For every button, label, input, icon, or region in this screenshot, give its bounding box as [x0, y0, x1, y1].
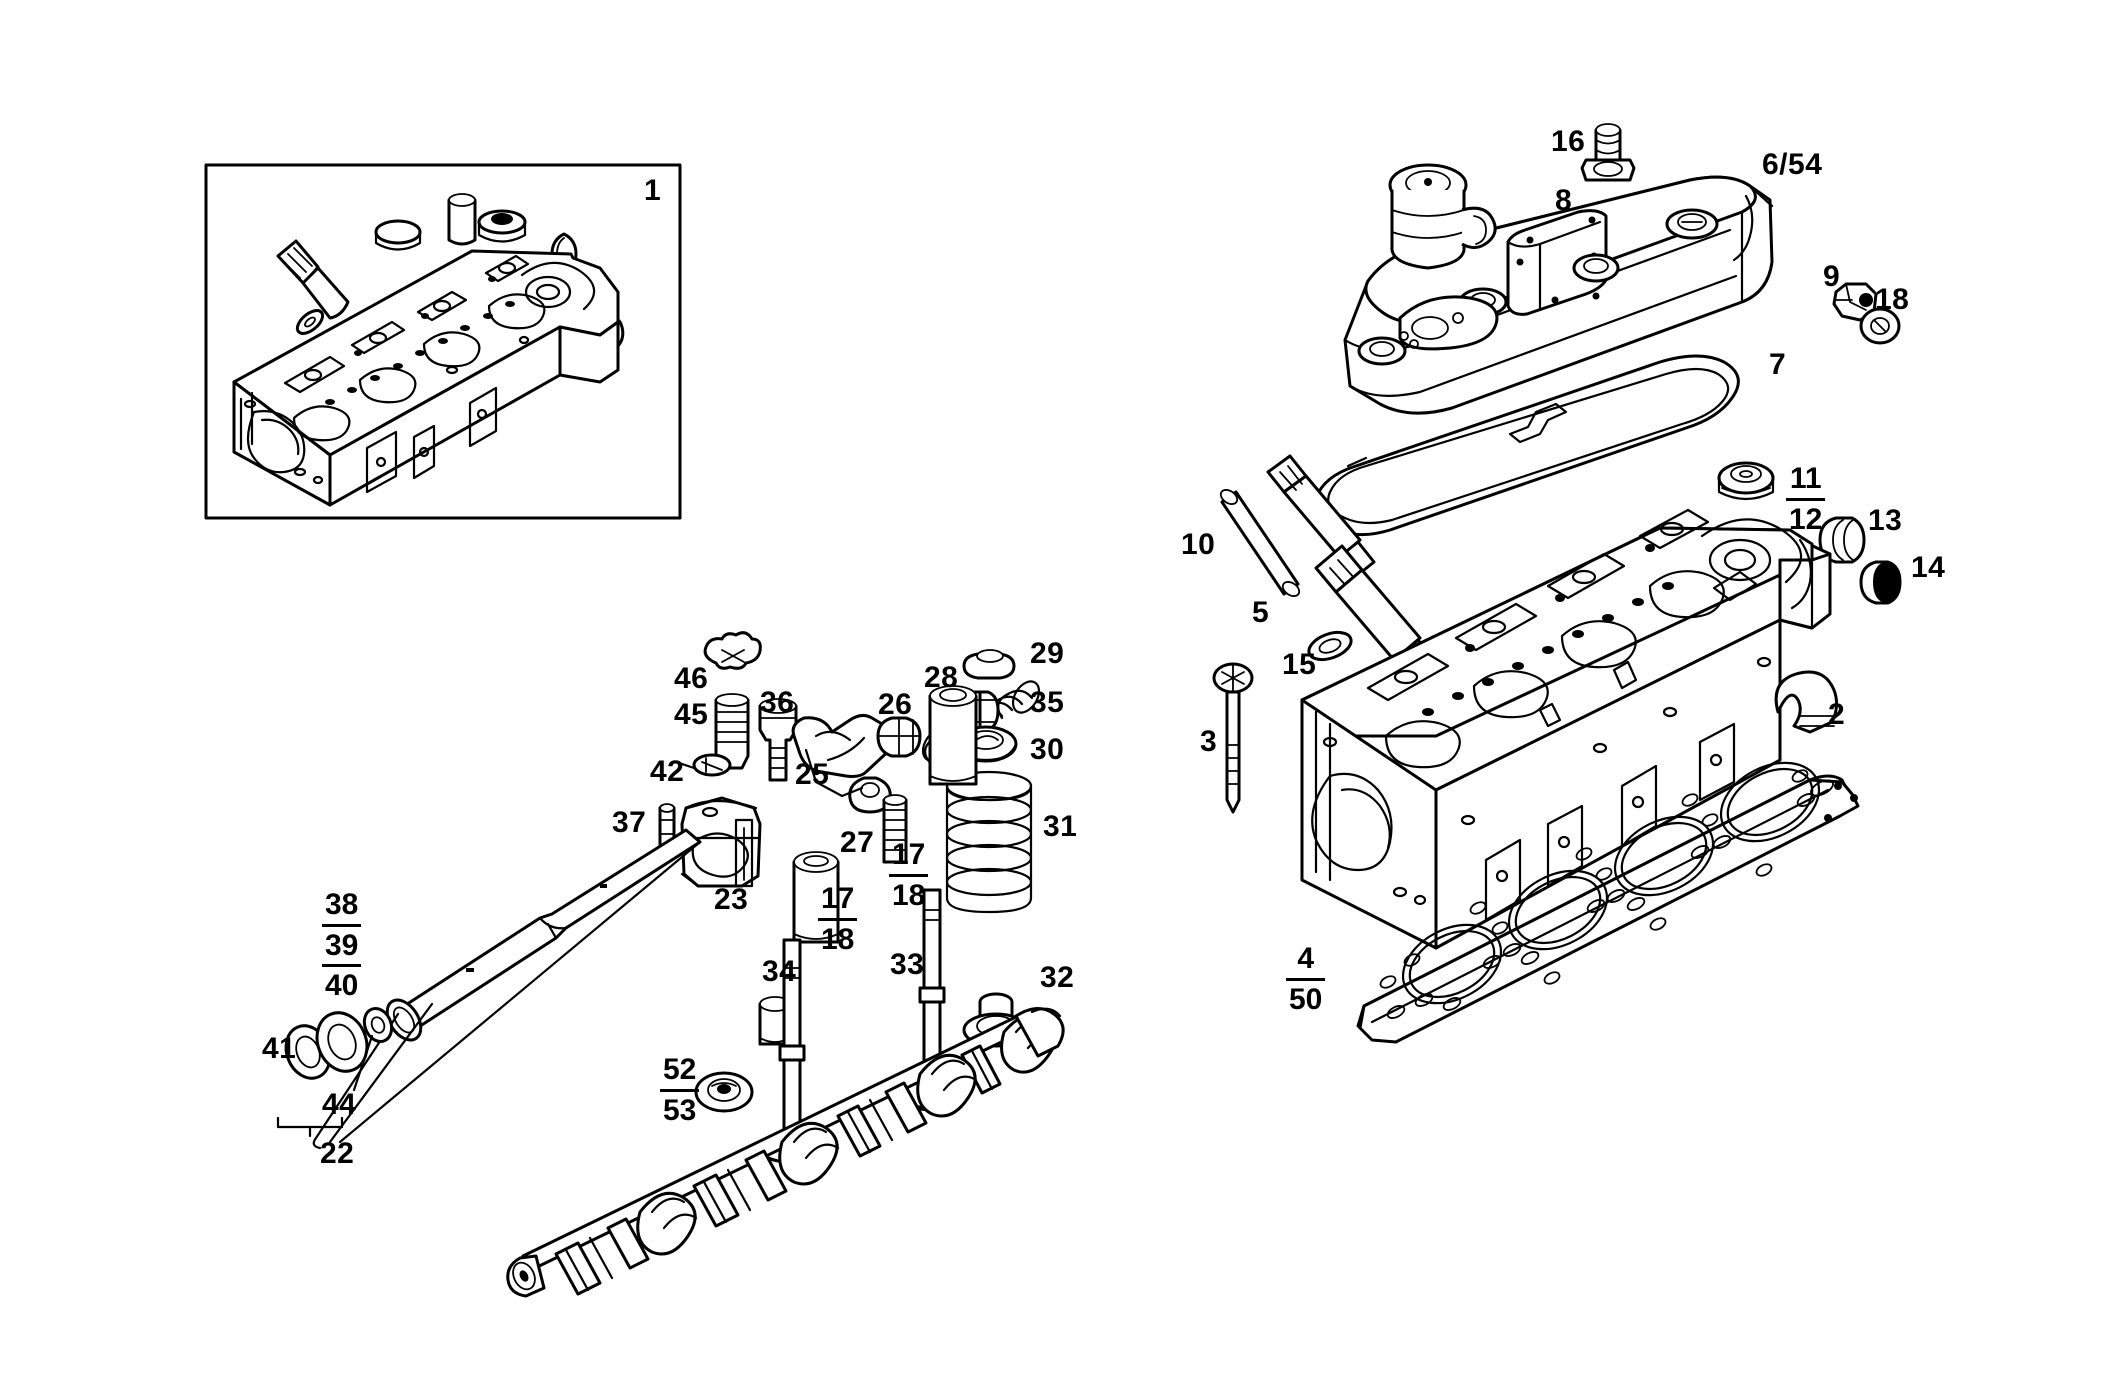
callout-35: 35 [1030, 686, 1065, 719]
part-26 [876, 716, 922, 758]
part-52-53 [694, 1071, 754, 1113]
callout-31: 31 [1043, 810, 1078, 843]
callout-29: 29 [1030, 637, 1065, 670]
callout-13: 13 [1868, 504, 1903, 537]
callout-30: 30 [1030, 733, 1065, 766]
callout-4-numerator: 4 [1297, 942, 1315, 975]
cylinder-head-main [1300, 508, 1832, 950]
callout-12-denominator: 12 [1786, 497, 1826, 537]
callout-37: 37 [612, 806, 647, 839]
rocker-cover-assembly [1343, 163, 1774, 415]
callout-42: 42 [650, 755, 685, 788]
callout-40: 40 [322, 964, 362, 1003]
callout-11-numerator: 11 [1789, 462, 1822, 495]
cylinder-head-gasket [1356, 761, 1860, 1044]
inset-cylinder-head [232, 249, 620, 507]
bolt-washer-1112 [1717, 461, 1775, 501]
callout-39: 39 [322, 923, 362, 963]
oil-filler-neck [1388, 163, 1497, 270]
cap-nut-washer [1832, 282, 1901, 345]
part-25-rocker-arm [791, 713, 899, 814]
callout-14: 14 [1911, 551, 1946, 584]
part-17-18-upper [928, 685, 978, 786]
rocker-shaft-22 [312, 828, 702, 1150]
callout-2: 2 [1828, 698, 1846, 731]
callout-27: 27 [840, 826, 875, 859]
callout-23: 23 [714, 883, 749, 916]
callout-11-12: 11 12 [1786, 462, 1826, 537]
callout-18-denominator: 18 [889, 873, 929, 913]
pushrod-10 [1219, 489, 1301, 597]
callout-44: 44 [322, 1088, 357, 1121]
callout-16: 16 [1551, 125, 1586, 158]
part-45 [714, 693, 750, 770]
part-17-18-lower [792, 851, 840, 944]
core-plugs [1818, 516, 1902, 605]
part-46 [703, 631, 762, 670]
callout-36: 36 [760, 686, 795, 719]
callout-22: 22 [320, 1137, 355, 1170]
callout-32: 32 [1040, 961, 1075, 994]
callout-15: 15 [1282, 648, 1317, 681]
callout-17-18-upper: 17 18 [889, 838, 929, 913]
part-31-valve-spring [945, 770, 1033, 914]
callout-26: 26 [878, 688, 913, 721]
callout-34: 34 [762, 955, 797, 988]
callout-7: 7 [1769, 348, 1787, 381]
callout-1: 1 [644, 174, 662, 207]
callout-38: 38 [325, 888, 359, 921]
callout-17-numerator-2: 17 [821, 882, 855, 915]
callout-52-53: 52 53 [660, 1053, 700, 1128]
callout-5: 5 [1252, 596, 1270, 629]
callout-10: 10 [1181, 528, 1216, 561]
callout-4-50: 4 50 [1286, 942, 1326, 1017]
part-42 [674, 753, 732, 777]
callout-8: 8 [1555, 184, 1573, 217]
callout-50-denominator: 50 [1286, 977, 1326, 1017]
head-bolt-3 [1212, 662, 1254, 814]
filler-plug-parts [1580, 123, 1636, 182]
inset-box-frame [204, 163, 682, 520]
callout-52-numerator: 52 [663, 1053, 697, 1086]
callout-18: 18 [1875, 283, 1910, 316]
callout-28: 28 [924, 661, 959, 694]
rocker-shaft-washers [284, 1007, 394, 1092]
part-27 [882, 794, 908, 864]
part-36 [758, 698, 798, 782]
callout-46: 46 [674, 662, 709, 695]
callout-17-numerator: 17 [892, 838, 926, 871]
callout-3: 3 [1200, 725, 1218, 758]
callout-17-18-lower: 17 18 [818, 882, 858, 957]
callout-45: 45 [674, 698, 709, 731]
callout-25: 25 [795, 758, 830, 791]
bracket-22-leader [276, 1116, 344, 1138]
callout-33: 33 [890, 948, 925, 981]
lifting-eye-2 [1774, 670, 1839, 734]
callout-53-denominator: 53 [660, 1088, 700, 1128]
camshaft [506, 1007, 1065, 1298]
part-29 [962, 649, 1016, 680]
callout-41: 41 [262, 1032, 297, 1065]
callout-9: 9 [1823, 260, 1841, 293]
callout-38-39-40: 38 39 40 [322, 888, 362, 1003]
callout-18-denominator-2: 18 [818, 917, 858, 957]
callout-6-54: 6/54 [1762, 148, 1823, 181]
